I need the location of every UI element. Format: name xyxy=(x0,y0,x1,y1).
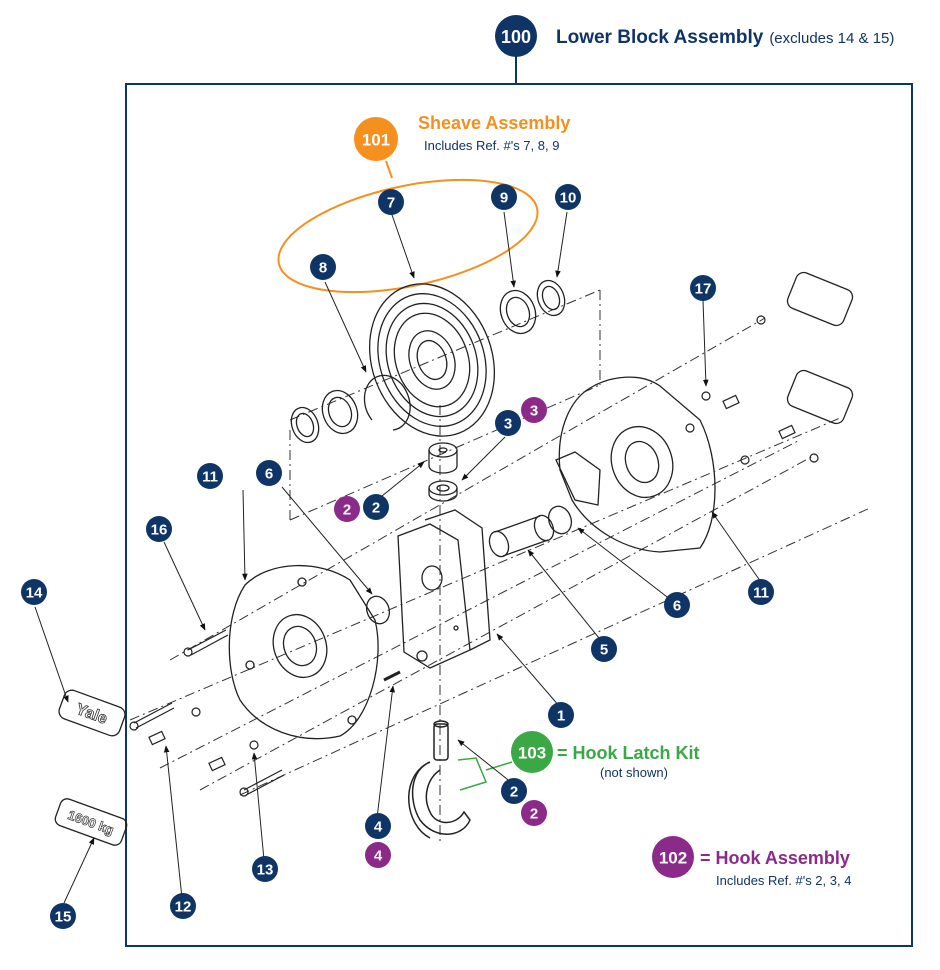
svg-text:12: 12 xyxy=(175,899,192,916)
callout-17[interactable]: 17 xyxy=(690,275,716,301)
hook-assembly-callout-102[interactable]: 102 xyxy=(652,836,694,878)
callout-2-upper[interactable]: 2 xyxy=(363,494,389,520)
sheave-part-7 xyxy=(368,283,496,437)
svg-text:3: 3 xyxy=(530,403,538,420)
svg-text:2: 2 xyxy=(343,502,351,519)
callout-2-lower[interactable]: 2 xyxy=(501,778,527,804)
svg-text:103: 103 xyxy=(518,744,546,763)
svg-text:6: 6 xyxy=(673,598,681,615)
hook-callout-3[interactable]: 3 xyxy=(521,397,547,423)
sheave-group-ellipse xyxy=(277,178,539,294)
callout-3[interactable]: 3 xyxy=(495,410,521,436)
svg-text:13: 13 xyxy=(257,862,274,879)
svg-text:3: 3 xyxy=(504,416,512,433)
svg-text:16: 16 xyxy=(151,522,168,539)
callout-13[interactable]: 13 xyxy=(252,856,278,882)
thrust-bearing-part-3 xyxy=(428,480,458,502)
svg-text:8: 8 xyxy=(319,260,327,277)
svg-text:7: 7 xyxy=(387,195,395,212)
svg-text:2: 2 xyxy=(530,806,538,823)
svg-text:2: 2 xyxy=(372,500,380,517)
svg-text:14: 14 xyxy=(26,585,43,602)
callout-6-right[interactable]: 6 xyxy=(664,592,690,618)
centerlines xyxy=(129,289,871,845)
callout-4[interactable]: 4 xyxy=(365,813,391,839)
assembly-number: 100 xyxy=(501,27,531,47)
capacity-label-text: 1600 kg xyxy=(66,807,116,837)
callout-7[interactable]: 7 xyxy=(378,189,404,215)
svg-text:102: 102 xyxy=(659,849,687,868)
callout-15[interactable]: 15 xyxy=(50,903,76,929)
callout-9[interactable]: 9 xyxy=(491,184,517,210)
hook-latch-title: = Hook Latch Kit xyxy=(557,743,700,763)
hook-callout-2-lower[interactable]: 2 xyxy=(521,800,547,826)
sheave-assembly-title: Sheave Assembly xyxy=(418,113,570,133)
callout-8[interactable]: 8 xyxy=(310,254,336,280)
leader-lines xyxy=(34,211,764,904)
svg-text:15: 15 xyxy=(55,909,72,926)
spacer-left xyxy=(290,406,320,444)
bearing-part-9 xyxy=(499,289,537,335)
svg-text:10: 10 xyxy=(560,190,577,207)
callout-10[interactable]: 10 xyxy=(555,184,581,210)
callout-14[interactable]: 14 xyxy=(21,579,47,605)
assembly-note: (excludes 14 & 15) xyxy=(769,30,894,47)
svg-text:6: 6 xyxy=(265,466,273,483)
hook-assembly-title: = Hook Assembly xyxy=(700,848,850,868)
svg-text:11: 11 xyxy=(202,469,218,486)
svg-text:11: 11 xyxy=(753,585,769,602)
part-callouts: 7 9 10 8 17 3 2 6 11 16 6 11 5 1 2 4 14 … xyxy=(21,184,774,929)
callout-1[interactable]: 1 xyxy=(548,702,574,728)
svg-text:17: 17 xyxy=(695,281,712,298)
side-plate-right-part-11 xyxy=(555,376,716,553)
sheave-assembly-callout-101[interactable]: 101 xyxy=(354,117,398,161)
retaining-ring-part-6-right xyxy=(547,505,573,535)
yale-label-plate-part-14: Yale xyxy=(58,689,126,737)
sheave-assembly-includes: Includes Ref. #'s 7, 8, 9 xyxy=(424,138,559,153)
spring-pin-part-4 xyxy=(383,670,401,682)
svg-text:4: 4 xyxy=(374,848,383,865)
side-plate-left-part-11 xyxy=(228,564,379,740)
svg-text:2: 2 xyxy=(510,784,518,801)
callout-12[interactable]: 12 xyxy=(170,893,196,919)
callout-11-left[interactable]: 11 xyxy=(197,463,223,489)
hook-callout-4[interactable]: 4 xyxy=(365,842,391,868)
svg-text:101: 101 xyxy=(362,131,390,150)
hook-latch-bracket xyxy=(457,757,513,791)
bearing-left xyxy=(321,389,359,435)
frame-part-1 xyxy=(397,509,491,669)
spacer-part-10 xyxy=(536,279,566,317)
svg-text:9: 9 xyxy=(500,190,508,207)
callout-11-right[interactable]: 11 xyxy=(748,579,774,605)
retaining-ring-part-6-left xyxy=(365,595,391,625)
axle-pin-part-5 xyxy=(488,514,555,558)
hook-part-2 xyxy=(407,720,471,839)
sheave-leader xyxy=(385,160,393,179)
retaining-ring-part-8 xyxy=(363,374,411,431)
assembly-frame xyxy=(125,83,913,947)
svg-text:4: 4 xyxy=(374,819,383,836)
svg-text:5: 5 xyxy=(600,642,608,659)
assembly-callout-100[interactable]: 100 xyxy=(495,15,537,57)
hook-latch-note: (not shown) xyxy=(600,765,668,780)
svg-text:1: 1 xyxy=(557,708,565,725)
hook-assembly-includes: Includes Ref. #'s 2, 3, 4 xyxy=(716,873,851,888)
assembly-title: Lower Block Assembly(excludes 14 & 15) xyxy=(556,27,894,48)
fasteners-left xyxy=(129,629,285,797)
callout-6-left[interactable]: 6 xyxy=(256,460,282,486)
fasteners-right xyxy=(685,315,819,465)
hook-latch-callout-103[interactable]: 103 xyxy=(511,731,553,773)
hook-callout-2-upper[interactable]: 2 xyxy=(334,496,360,522)
capacity-label-plate-part-15: 1600 kg xyxy=(54,798,128,846)
callout-16[interactable]: 16 xyxy=(146,516,172,542)
hook-assembly-callouts: 3 2 2 4 xyxy=(334,397,547,868)
callout-5[interactable]: 5 xyxy=(591,636,617,662)
label-plates-right xyxy=(786,271,854,425)
collar-part-2 xyxy=(428,442,458,474)
